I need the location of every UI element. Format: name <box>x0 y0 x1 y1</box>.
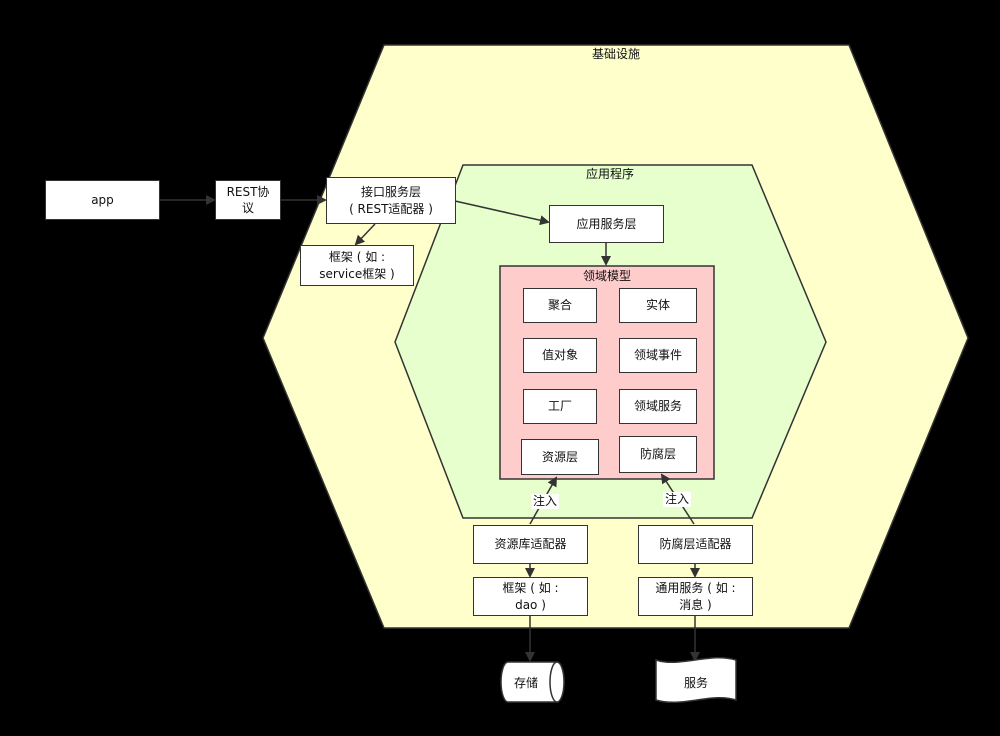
application-label: 应用程序 <box>585 167 634 181</box>
domain-event-node[interactable]: 领域事件 <box>619 338 697 373</box>
inject-label-left: 注入 <box>531 494 560 509</box>
repository-adapter-node[interactable]: 资源库适配器 <box>473 525 588 564</box>
factory-node[interactable]: 工厂 <box>523 389 597 424</box>
domain-model-label: 领域模型 <box>582 269 631 283</box>
framework-service-node[interactable]: 框架 ( 如 : service框架 ) <box>300 245 414 286</box>
aggregate-node[interactable]: 聚合 <box>523 288 597 323</box>
application-service-layer-node[interactable]: 应用服务层 <box>549 205 664 243</box>
interface-service-layer-node[interactable]: 接口服务层 ( REST适配器 ) <box>326 177 456 224</box>
domain-service-node[interactable]: 领域服务 <box>619 389 697 424</box>
service-document-shape <box>655 656 737 704</box>
service-label: 服务 <box>683 676 708 690</box>
value-object-node[interactable]: 值对象 <box>523 338 597 373</box>
edge-interface-to-appservice <box>454 200 550 226</box>
rest-protocol-node[interactable]: REST协 议 <box>215 180 281 220</box>
anticorruption-adapter-node[interactable]: 防腐层适配器 <box>638 525 753 564</box>
repository-layer-node[interactable]: 资源层 <box>521 439 599 475</box>
framework-dao-node[interactable]: 框架 ( 如 : dao ) <box>473 577 588 616</box>
inject-label-right: 注入 <box>663 492 692 507</box>
entity-node[interactable]: 实体 <box>619 288 697 323</box>
edge-interface-to-framework <box>354 223 376 246</box>
storage-label: 存储 <box>513 676 538 690</box>
app-node[interactable]: app <box>45 180 160 220</box>
anticorruption-layer-node[interactable]: 防腐层 <box>619 436 697 473</box>
infrastructure-label: 基础设施 <box>591 47 640 61</box>
common-service-node[interactable]: 通用服务 ( 如 : 消息 ) <box>638 577 753 616</box>
storage-cylinder <box>500 661 565 703</box>
